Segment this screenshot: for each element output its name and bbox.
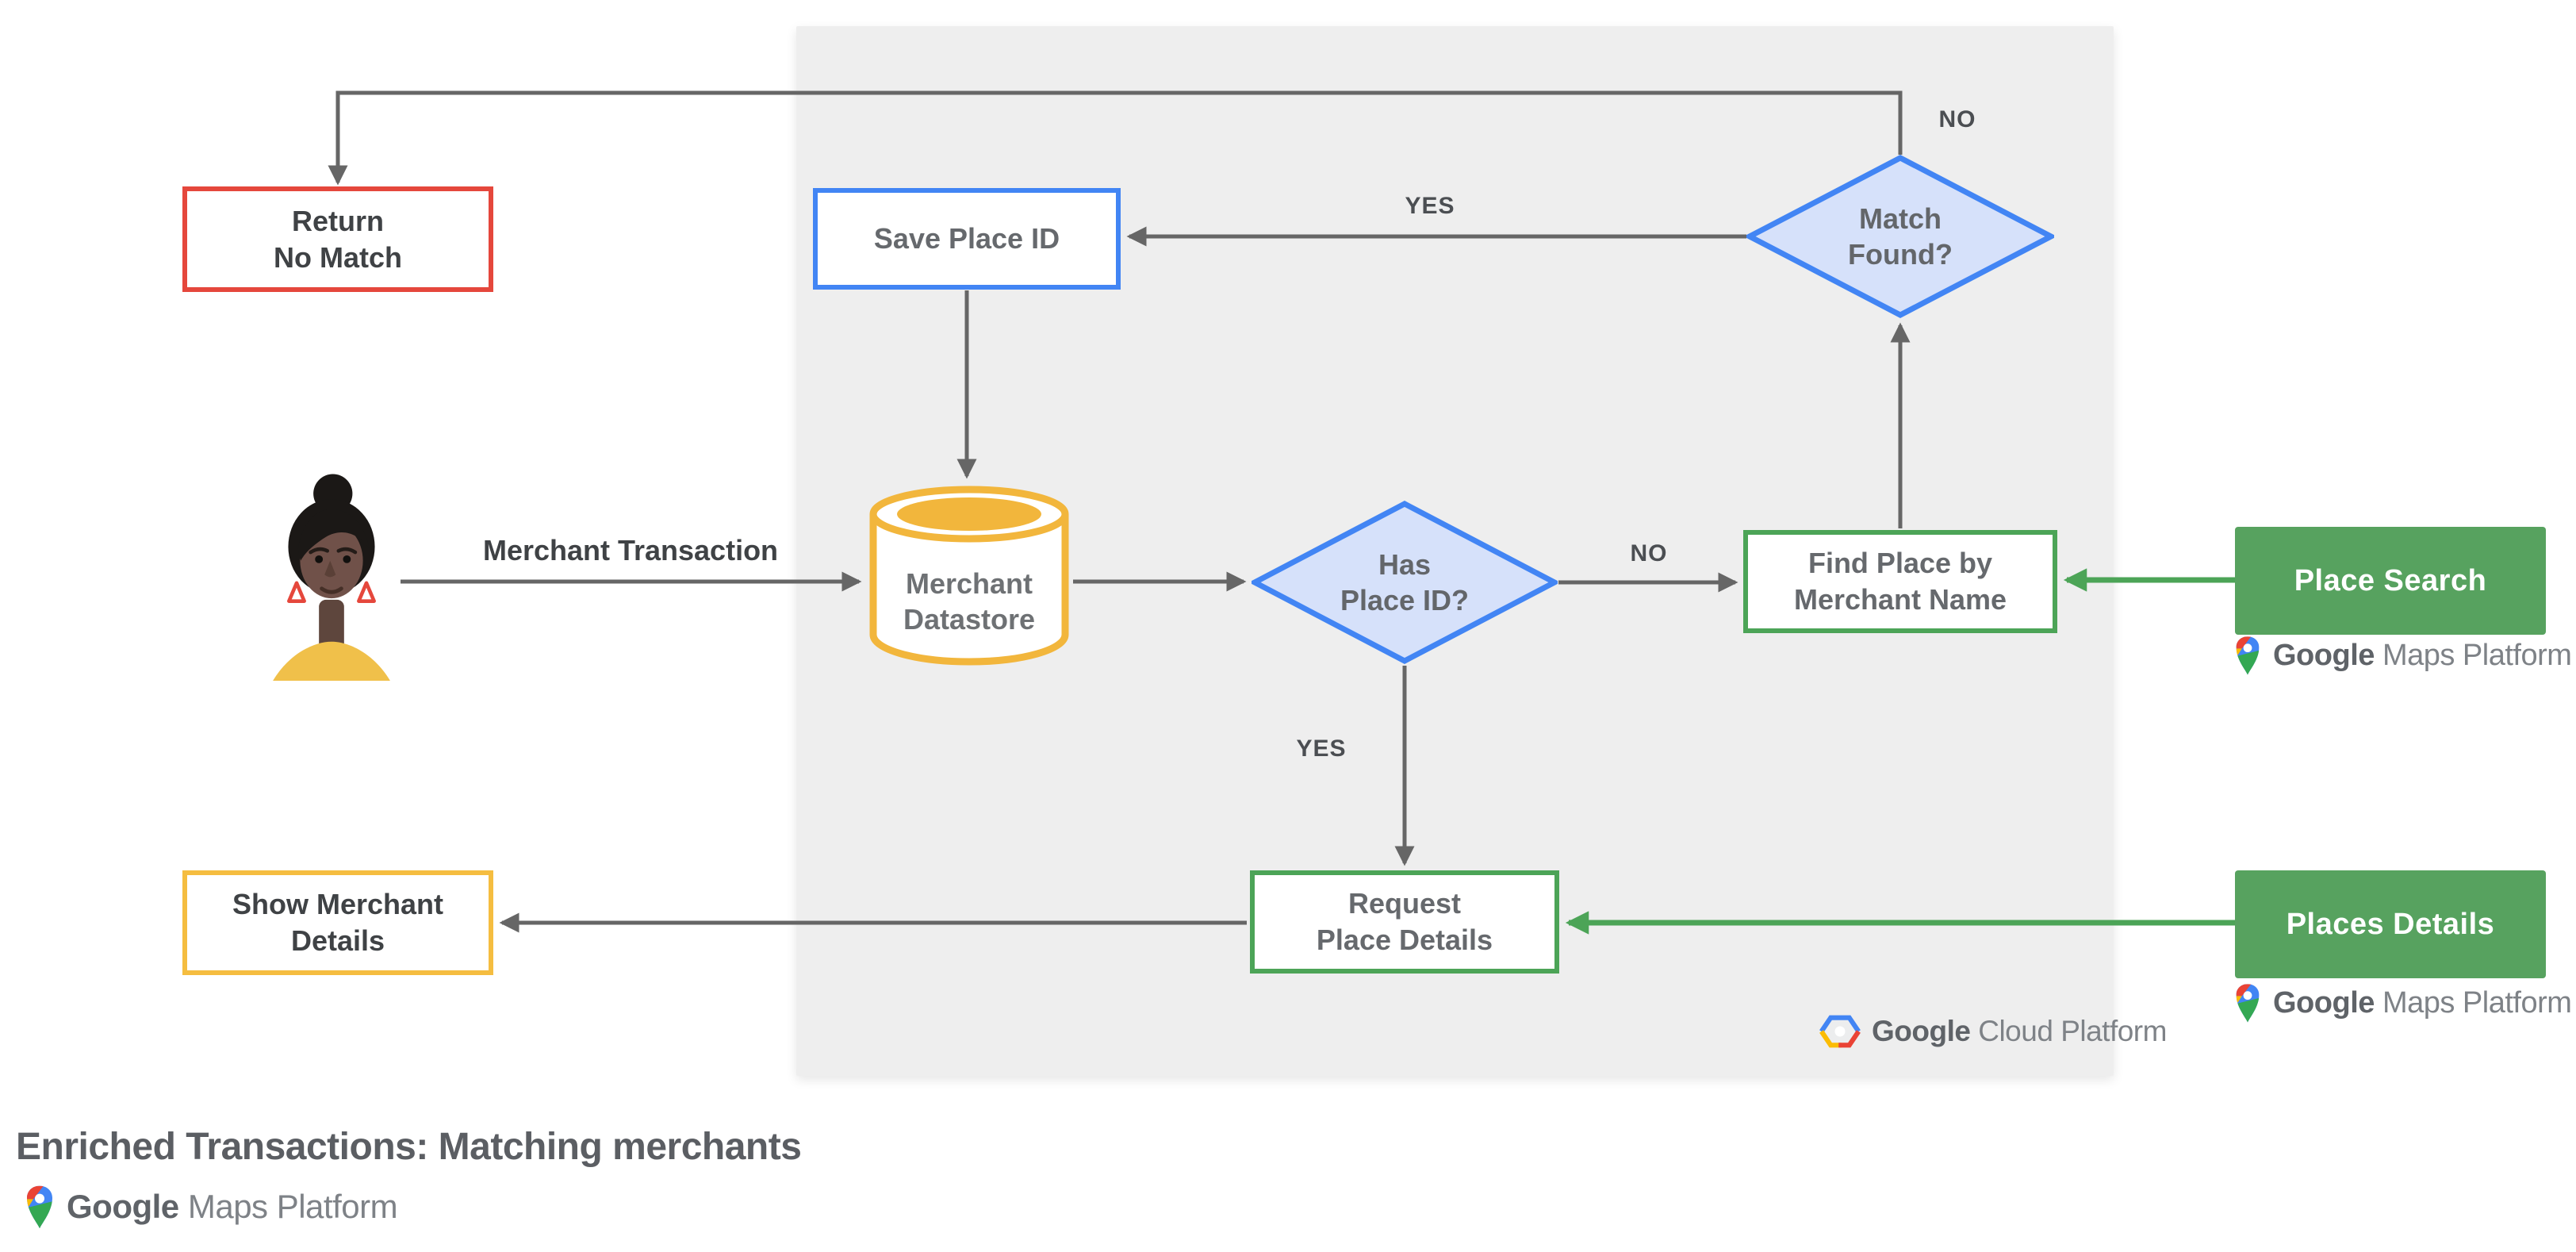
node-merchant-datastore: Merchant Datastore: [867, 482, 1071, 671]
decision-match-found: Match Found?: [1746, 155, 2054, 318]
label-yes-has-place-id: YES: [1296, 735, 1347, 762]
node-request-place-details-line1: Request: [1347, 887, 1462, 920]
google-cloud-hexagon-icon: [1819, 1015, 1861, 1048]
diamond-shape: [1746, 155, 2054, 318]
gmp-logo-place-search: Google Maps Platform: [2233, 635, 2572, 676]
chip-places-details: Places Details: [2235, 870, 2546, 978]
google-maps-pin-icon: [2236, 636, 2260, 675]
node-show-merchant-details-line1: Show Merchant: [232, 888, 444, 920]
gmp-logo-footer: Google Maps Platform: [24, 1184, 398, 1230]
node-return-no-match-line2: No Match: [274, 240, 402, 274]
gmp-logo-maps-platform: Maps Platform: [2382, 985, 2572, 1020]
node-show-merchant-details-line2: Details: [290, 924, 385, 957]
diamond-shape: [1252, 501, 1558, 664]
gmp-logo-google: Google: [2273, 638, 2375, 672]
node-return-no-match: Return No Match: [182, 186, 493, 292]
gcp-logo-google: Google: [1872, 1015, 1971, 1047]
node-merchant-datastore-line1: Merchant: [905, 567, 1033, 600]
node-show-merchant-details: Show Merchant Details: [182, 870, 493, 975]
decision-has-place-id: Has Place ID?: [1252, 501, 1558, 664]
person-avatar: [262, 470, 401, 682]
node-find-place-by-merchant-name: Find Place by Merchant Name: [1743, 530, 2057, 633]
label-no-match-found: NO: [1938, 106, 1976, 132]
gmp-logo-text: Google Maps Platform: [2273, 638, 2572, 673]
gmp-logo-places-details: Google Maps Platform: [2233, 982, 2572, 1023]
node-request-place-details: Request Place Details: [1250, 870, 1559, 974]
decision-match-found-line2: Found?: [1848, 238, 1953, 271]
google-maps-pin-icon: [27, 1185, 52, 1229]
gmp-logo-maps-platform: Maps Platform: [187, 1188, 398, 1225]
gcp-logo-cloud-platform: Cloud Platform: [1978, 1015, 2167, 1047]
chip-place-search: Place Search: [2235, 527, 2546, 635]
label-no-has-place-id: NO: [1630, 540, 1668, 566]
page-title: Enriched Transactions: Matching merchant…: [16, 1126, 802, 1168]
node-find-place-line2: Merchant Name: [1793, 583, 2007, 616]
gmp-logo-google: Google: [67, 1188, 179, 1225]
database-cylinder-icon: [869, 486, 1069, 666]
node-save-place-id: Save Place ID: [813, 188, 1121, 290]
chip-places-details-label: Places Details: [2286, 907, 2495, 941]
node-return-no-match-line1: Return: [292, 204, 384, 237]
label-merchant-transaction: Merchant Transaction: [482, 534, 779, 566]
decision-match-found-line1: Match: [1858, 202, 1942, 235]
gmp-logo-text: Google Maps Platform: [67, 1188, 398, 1226]
decision-has-place-id-line2: Place ID?: [1340, 584, 1470, 616]
gcp-logo: Google Cloud Platform: [1819, 1014, 2167, 1049]
gmp-logo-text: Google Maps Platform: [2273, 985, 2572, 1020]
decision-has-place-id-line1: Has: [1378, 548, 1432, 581]
person-avatar-icon: [273, 474, 390, 681]
gcp-logo-text: Google Cloud Platform: [1872, 1015, 2167, 1048]
node-request-place-details-line2: Place Details: [1316, 924, 1493, 956]
node-save-place-id-label: Save Place ID: [873, 222, 1060, 255]
google-maps-pin-icon: [2236, 984, 2260, 1023]
gmp-logo-maps-platform: Maps Platform: [2382, 638, 2572, 672]
node-find-place-line1: Find Place by: [1807, 547, 1993, 579]
node-merchant-datastore-line2: Datastore: [903, 603, 1036, 636]
chip-place-search-label: Place Search: [2294, 563, 2487, 597]
gmp-logo-google: Google: [2273, 985, 2375, 1020]
label-yes-match-found: YES: [1405, 193, 1455, 219]
